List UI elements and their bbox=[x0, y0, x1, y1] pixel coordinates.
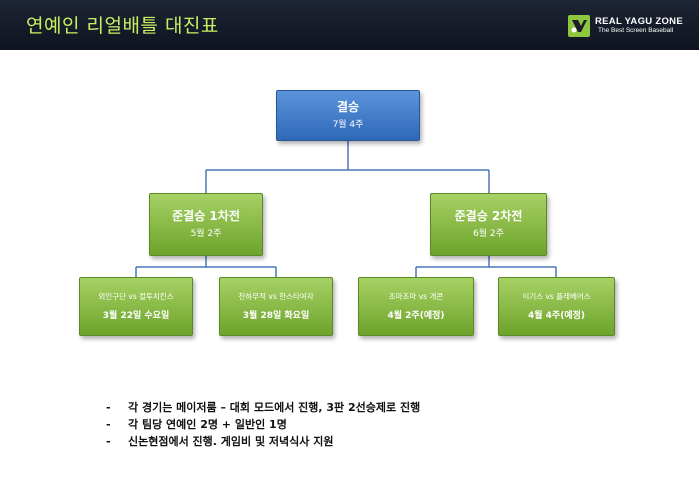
quarterfinal-4-date: 4월 4주(예정) bbox=[527, 310, 585, 321]
quarterfinal-1-match: 외인구단 vs 컬투치킨스 bbox=[98, 291, 174, 301]
quarterfinal-2-match: 천하무적 vs 한스타여자 bbox=[238, 291, 314, 301]
note-text: 각 경기는 메이저룸 – 대회 모드에서 진행, 3판 2선승제로 진행 bbox=[128, 401, 421, 414]
brand-logo: REAL YAGU ZONE The Best Screen Baseball bbox=[567, 14, 687, 38]
header-bar: 연예인 리얼배틀 대진표 REAL YAGU ZONE The Best Scr… bbox=[0, 0, 699, 50]
semifinal-1-title: 준결승 1차전 bbox=[172, 209, 240, 223]
baseball-bat-logo-icon bbox=[568, 15, 590, 37]
semifinal-2-title: 준결승 2차전 bbox=[454, 209, 523, 223]
semifinal-2-box: 준결승 2차전 6월 2주 bbox=[430, 193, 547, 256]
page-title: 연예인 리얼배틀 대진표 bbox=[26, 15, 219, 37]
quarterfinal-3-box: 조마조마 vs 개콘 4월 2주(예정) bbox=[358, 277, 474, 336]
note-bullet: - bbox=[106, 435, 111, 448]
logo-tagline: The Best Screen Baseball bbox=[598, 27, 674, 34]
quarterfinal-1-date: 3월 22일 수요일 bbox=[102, 310, 170, 321]
quarterfinal-3-date: 4월 2주(예정) bbox=[387, 310, 445, 321]
final-date: 7월 4주 bbox=[332, 120, 364, 130]
quarterfinal-2-date: 3월 28일 화요일 bbox=[242, 310, 310, 321]
logo-name: REAL YAGU ZONE bbox=[595, 16, 683, 27]
note-bullet: - bbox=[106, 401, 111, 414]
final-title: 결승 bbox=[336, 100, 360, 114]
note-item: - 신논현점에서 진행. 게임비 및 저녁식사 지원 bbox=[106, 433, 420, 450]
semifinal-1-date: 5월 2주 bbox=[190, 229, 222, 239]
quarterfinal-4-match: 이기스 vs 플레베어스 bbox=[522, 291, 591, 301]
note-bullet: - bbox=[106, 418, 111, 431]
note-text: 신논현점에서 진행. 게임비 및 저녁식사 지원 bbox=[128, 435, 334, 448]
semifinal-2-date: 6월 2주 bbox=[473, 229, 504, 239]
quarterfinal-1-box: 외인구단 vs 컬투치킨스 3월 22일 수요일 bbox=[79, 277, 193, 336]
notes-list: - 각 경기는 메이저룸 – 대회 모드에서 진행, 3판 2선승제로 진행 -… bbox=[106, 399, 420, 450]
final-match-box: 결승 7월 4주 bbox=[276, 90, 420, 141]
note-item: - 각 경기는 메이저룸 – 대회 모드에서 진행, 3판 2선승제로 진행 bbox=[106, 399, 420, 416]
quarterfinal-4-box: 이기스 vs 플레베어스 4월 4주(예정) bbox=[498, 277, 615, 336]
quarterfinal-3-match: 조마조마 vs 개콘 bbox=[388, 291, 444, 301]
quarterfinal-2-box: 천하무적 vs 한스타여자 3월 28일 화요일 bbox=[219, 277, 333, 336]
note-item: - 각 팀당 연예인 2명 + 일반인 1명 bbox=[106, 416, 420, 433]
semifinal-1-box: 준결승 1차전 5월 2주 bbox=[149, 193, 263, 256]
note-text: 각 팀당 연예인 2명 + 일반인 1명 bbox=[128, 418, 287, 431]
